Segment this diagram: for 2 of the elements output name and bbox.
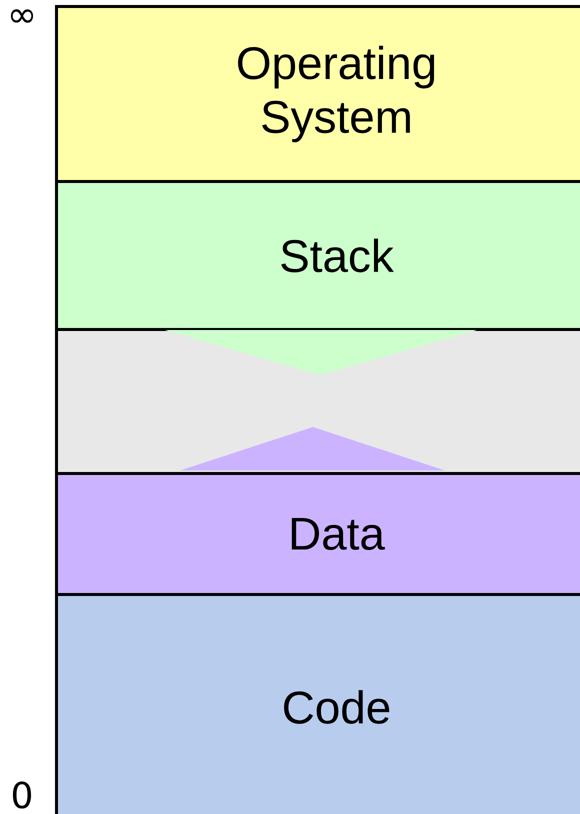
memory-segment: Operating System — [55, 5, 580, 183]
memory-segment: Code — [55, 593, 580, 814]
